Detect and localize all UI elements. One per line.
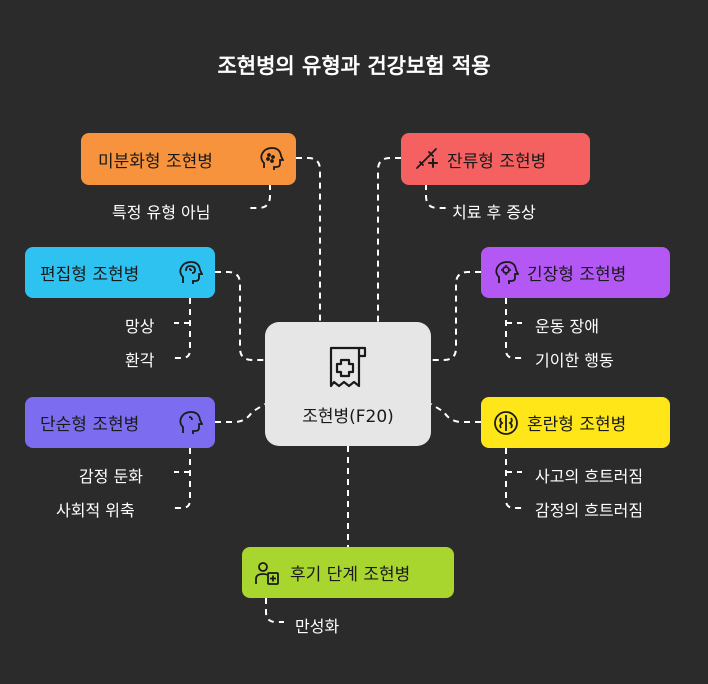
type-post: 후기 단계 조현병: [242, 547, 454, 598]
medical-document-icon: [323, 342, 373, 392]
type-residual: 잔류형 조현병: [401, 133, 590, 185]
head-dots-icon: [258, 146, 284, 172]
sub-item: 기이한 행동: [535, 351, 614, 370]
type-catatonic: 긴장형 조현병: [481, 247, 670, 298]
head-outline-icon: [177, 410, 203, 436]
sub-item: 환각: [125, 351, 155, 370]
type-label: 단순형 조현병: [40, 415, 140, 435]
center-label: 조현병(F20): [302, 406, 394, 427]
center-node: 조현병(F20): [265, 322, 431, 446]
type-label: 미분화형 조현병: [98, 151, 213, 172]
sub-item: 감정의 흐트러짐: [535, 501, 644, 520]
syringe-icon: [413, 146, 439, 172]
sub-item: 특정 유형 아님: [112, 203, 211, 222]
brain-gear-icon: [493, 260, 519, 286]
brain-icon: [493, 410, 519, 436]
type-label: 잔류형 조현병: [447, 151, 547, 172]
sub-item: 운동 장애: [535, 317, 599, 336]
type-disorganized: 혼란형 조현병: [481, 397, 670, 448]
type-label: 긴장형 조현병: [527, 265, 627, 285]
type-undifferentiated: 미분화형 조현병: [81, 133, 296, 185]
type-label: 편집형 조현병: [40, 265, 140, 285]
type-label: 혼란형 조현병: [527, 415, 627, 435]
sub-item: 사회적 위축: [56, 501, 135, 520]
type-simple: 단순형 조현병: [25, 397, 215, 448]
type-label: 후기 단계 조현병: [290, 565, 411, 585]
sub-item: 사고의 흐트러짐: [535, 467, 644, 486]
sub-item: 망상: [125, 317, 155, 336]
type-paranoid: 편집형 조현병: [25, 247, 215, 298]
sub-item: 감정 둔화: [79, 467, 143, 486]
sub-item: 치료 후 증상: [452, 203, 536, 222]
brain-head-icon: [177, 260, 203, 286]
page-title: 조현병의 유형과 건강보험 적용: [217, 54, 491, 78]
person-medical-icon: [254, 560, 280, 586]
sub-item: 만성화: [295, 617, 340, 636]
